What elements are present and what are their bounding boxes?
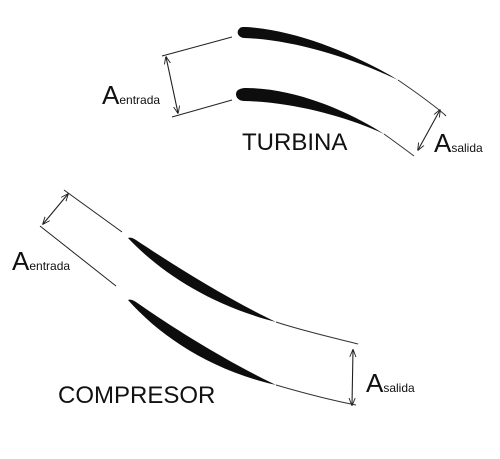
compressor-outlet-label-sub: salida [383, 381, 415, 395]
compressor-lower-blade [128, 299, 276, 385]
turbine-inlet-dimension-arrow [166, 57, 178, 113]
turbine-title: TURBINA [242, 129, 347, 156]
compressor-inlet-label: Aentrada [12, 246, 70, 276]
compressor-inlet-extension-bottom [39, 225, 117, 287]
turbine-lower-blade [236, 88, 384, 134]
turbine-inlet-label: Aentrada [102, 80, 160, 110]
turbine-inlet-label-sub: entrada [119, 93, 160, 107]
compressor-upper-blade [128, 237, 276, 322]
compressor-group: Aentrada Asalida COMPRESOR [12, 189, 415, 409]
compressor-outlet-label-a: A [366, 368, 384, 398]
compressor-upper-streamline [275, 321, 359, 345]
compressor-inlet-label-a: A [12, 246, 30, 276]
compressor-title: COMPRESOR [58, 382, 215, 409]
turbine-group: Aentrada Asalida TURBINA [102, 27, 483, 158]
turbine-lower-streamline [383, 133, 415, 157]
turbine-outlet-extension-top [443, 113, 447, 117]
compressor-outlet-label: Asalida [366, 368, 415, 398]
compressor-outlet-dimension-arrow [352, 350, 353, 405]
turbine-upper-blade [237, 27, 398, 80]
turbine-inlet-label-a: A [102, 80, 120, 110]
turbine-outlet-dimension-arrow [418, 110, 440, 150]
compressor-lower-streamline [275, 384, 357, 406]
compressor-inlet-extension-top [63, 189, 123, 233]
turbine-upper-streamline [397, 79, 445, 115]
turbine-inlet-extension-bottom [171, 99, 233, 118]
compressor-inlet-label-sub: entrada [29, 259, 70, 273]
turbine-inlet-extension-top [161, 36, 233, 57]
turbine-outlet-label-sub: salida [451, 141, 483, 155]
turbine-outlet-label-a: A [434, 128, 452, 158]
turbine-outlet-label: Asalida [434, 128, 483, 158]
compressor-inlet-dimension-arrow [43, 194, 68, 224]
